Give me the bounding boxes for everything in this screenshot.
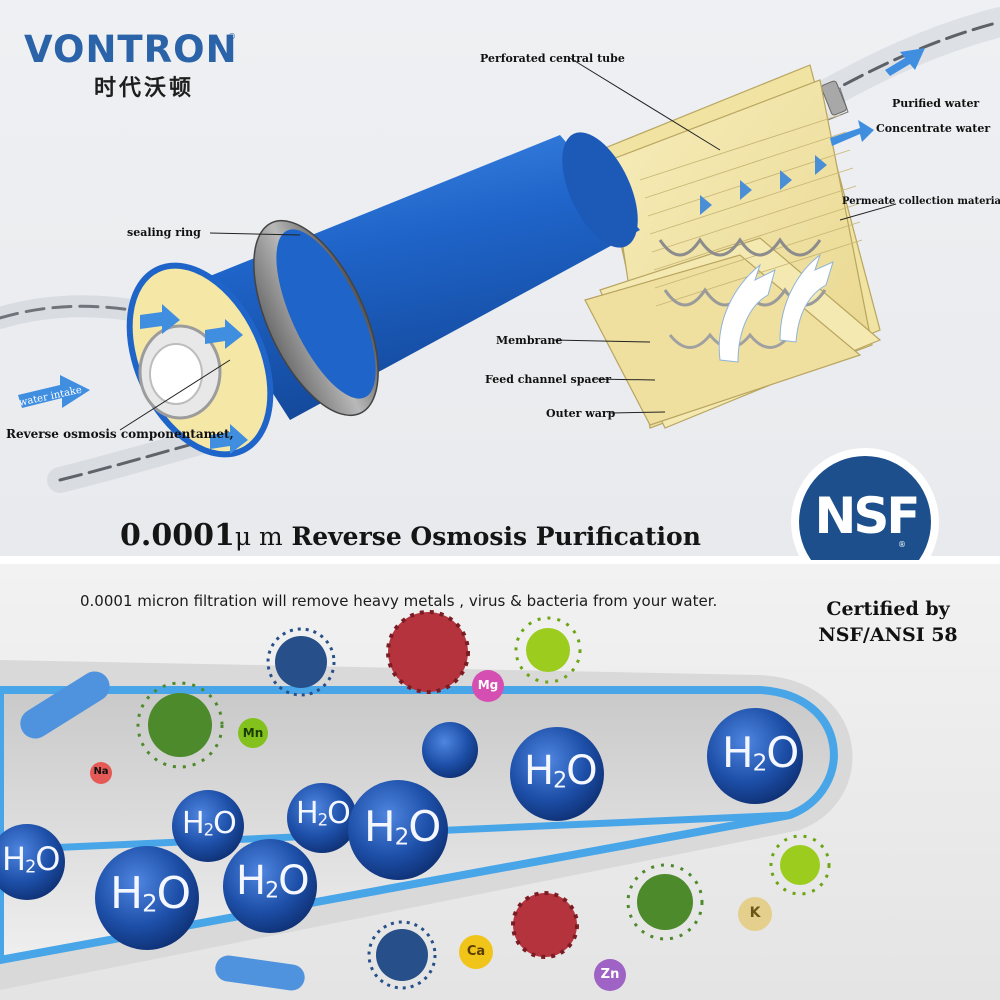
germ-icon-yellow: [514, 616, 831, 896]
outlet-arrows: [830, 48, 925, 146]
nsf-logo: [791, 448, 939, 560]
ro-cartridge-illustration: [0, 7, 1000, 560]
membrane-layers: [584, 64, 882, 429]
certification-text: Certified by NSF/ANSI 58: [782, 596, 994, 648]
sealing-ring: [253, 219, 379, 417]
label-sealing-ring: sealing ring: [127, 226, 201, 239]
headline-value: 0.0001: [120, 518, 235, 553]
h2o-label: H2O: [110, 868, 191, 919]
label-membrane: Membrane: [496, 334, 563, 347]
certification-line-1: Certified by: [826, 598, 950, 620]
h2o-label: H2O: [722, 728, 799, 777]
h2o-label: H2O: [236, 858, 310, 904]
h2o-label: H2O: [524, 748, 598, 794]
nsf-logo-text: NSF: [814, 487, 920, 545]
headline: 0.0001μ m Reverse Osmosis Purification: [120, 518, 701, 553]
ion-mg-label: Mg: [477, 678, 499, 692]
ion-na-label: Na: [93, 766, 109, 777]
brand-logo: VONTRON: [24, 28, 238, 71]
ion-k-label: K: [749, 905, 761, 921]
ion-ca-label: Ca: [466, 944, 486, 959]
nsf-registered-mark: ®: [898, 540, 906, 549]
h2o-label: H2O: [2, 840, 60, 878]
ion-bubbles: [90, 670, 772, 991]
leader-lines: [119, 57, 897, 431]
ion-zn-label: Zn: [600, 967, 620, 982]
virus-icon-blue: [266, 627, 437, 990]
label-outer-warp: Outer warp: [546, 407, 616, 420]
label-ro-component: Reverse osmosis componentamet,: [6, 427, 234, 441]
ion-mn-label: Mn: [242, 726, 264, 740]
h2o-label: H2O: [364, 802, 441, 851]
headline-text: Reverse Osmosis Purification: [291, 522, 701, 551]
filtration-description: 0.0001 micron filtration will remove hea…: [80, 592, 718, 610]
label-perforated-tube: Perforated central tube: [480, 52, 625, 65]
headline-unit: μ m: [234, 522, 283, 551]
label-purified-water: Purified water: [892, 97, 980, 110]
label-feed-spacer: Feed channel spacer: [485, 373, 612, 386]
virus-icon-red: [386, 610, 579, 959]
intake-arrows: [18, 304, 248, 454]
certification-line-2: NSF/ANSI 58: [818, 624, 958, 646]
label-permeate-material: Permeate collection material: [842, 196, 1000, 207]
filtration-tube-illustration: [0, 610, 853, 991]
water-molecules: [0, 708, 803, 950]
h2o-label: H2O: [296, 796, 351, 831]
bacteria-icon: [20, 671, 305, 991]
brand-chinese-name: 时代沃顿: [94, 76, 195, 101]
panel-divider: [0, 556, 1000, 564]
brand-registered-mark: ®: [228, 32, 236, 41]
germ-icon-green: [136, 681, 704, 941]
label-concentrate-water: Concentrate water: [876, 122, 991, 135]
h2o-label: H2O: [182, 806, 237, 841]
